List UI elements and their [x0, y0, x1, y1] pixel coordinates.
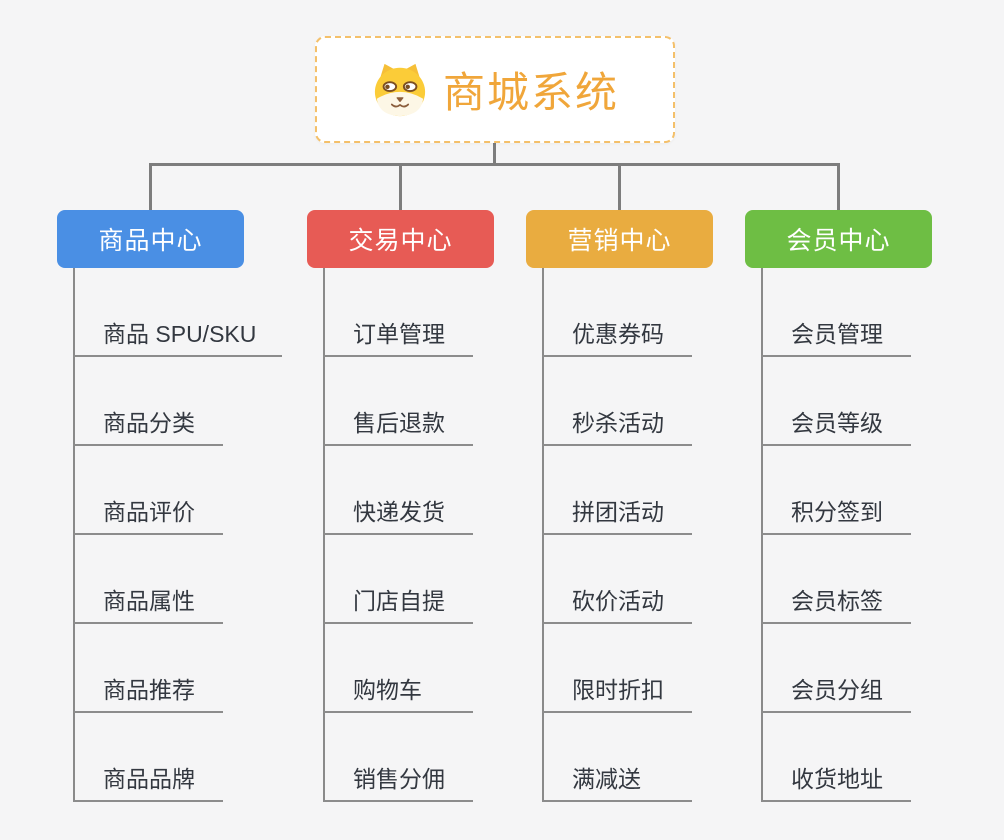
branch-children-member-center: 会员管理 会员等级 积分签到 会员标签 会员分组 收货地址 [761, 268, 911, 802]
leaf-node[interactable]: 销售分佣 [323, 713, 473, 802]
branch-drop-connector [399, 163, 402, 210]
branch-children-trade-center: 订单管理 售后退款 快递发货 门店自提 购物车 销售分佣 [323, 268, 473, 802]
branch-node-trade-center[interactable]: 交易中心 [307, 210, 494, 268]
branch-drop-connector [618, 163, 621, 210]
leaf-node[interactable]: 会员标签 [761, 535, 911, 624]
branch-children-product-center: 商品 SPU/SKU 商品分类 商品评价 商品属性 商品推荐 商品品牌 [73, 268, 283, 802]
leaf-node[interactable]: 会员管理 [761, 268, 911, 357]
leaf-node[interactable]: 限时折扣 [542, 624, 692, 713]
branch-drop-connector [149, 163, 152, 210]
root-node[interactable]: 商城系统 [315, 36, 675, 143]
leaf-node[interactable]: 订单管理 [323, 268, 473, 357]
shiba-dog-icon [374, 63, 426, 116]
leaf-node[interactable]: 拼团活动 [542, 446, 692, 535]
leaf-node[interactable]: 砍价活动 [542, 535, 692, 624]
leaf-node[interactable]: 商品分类 [73, 357, 223, 446]
leaf-node[interactable]: 商品品牌 [73, 713, 223, 802]
branch-label: 会员中心 [786, 227, 891, 255]
branch-label: 交易中心 [348, 227, 453, 255]
leaf-node[interactable]: 商品 SPU/SKU [73, 268, 283, 357]
leaf-node[interactable]: 会员分组 [761, 624, 911, 713]
leaf-node[interactable]: 购物车 [323, 624, 473, 713]
branch-node-product-center[interactable]: 商品中心 [57, 210, 244, 268]
leaf-node[interactable]: 积分签到 [761, 446, 911, 535]
root-stem-connector [493, 141, 496, 165]
branch-label: 营销中心 [567, 227, 672, 255]
leaf-node[interactable]: 快递发货 [323, 446, 473, 535]
leaf-node[interactable]: 商品属性 [73, 535, 223, 624]
leaf-node[interactable]: 门店自提 [323, 535, 473, 624]
branch-label: 商品中心 [98, 227, 203, 255]
leaf-node[interactable]: 商品推荐 [73, 624, 223, 713]
leaf-node[interactable]: 售后退款 [323, 357, 473, 446]
horizontal-bus-connector [149, 163, 840, 166]
leaf-node[interactable]: 商品评价 [73, 446, 223, 535]
leaf-node[interactable]: 秒杀活动 [542, 357, 692, 446]
branch-node-marketing-center[interactable]: 营销中心 [526, 210, 713, 268]
branch-drop-connector [837, 163, 840, 210]
leaf-node[interactable]: 会员等级 [761, 357, 911, 446]
leaf-node[interactable]: 满减送 [542, 713, 692, 802]
leaf-node[interactable]: 收货地址 [761, 713, 911, 802]
branch-node-member-center[interactable]: 会员中心 [745, 210, 932, 268]
root-node-label: 商城系统 [442, 69, 619, 116]
branch-children-marketing-center: 优惠券码 秒杀活动 拼团活动 砍价活动 限时折扣 满减送 [542, 268, 692, 802]
leaf-node[interactable]: 优惠券码 [542, 268, 692, 357]
